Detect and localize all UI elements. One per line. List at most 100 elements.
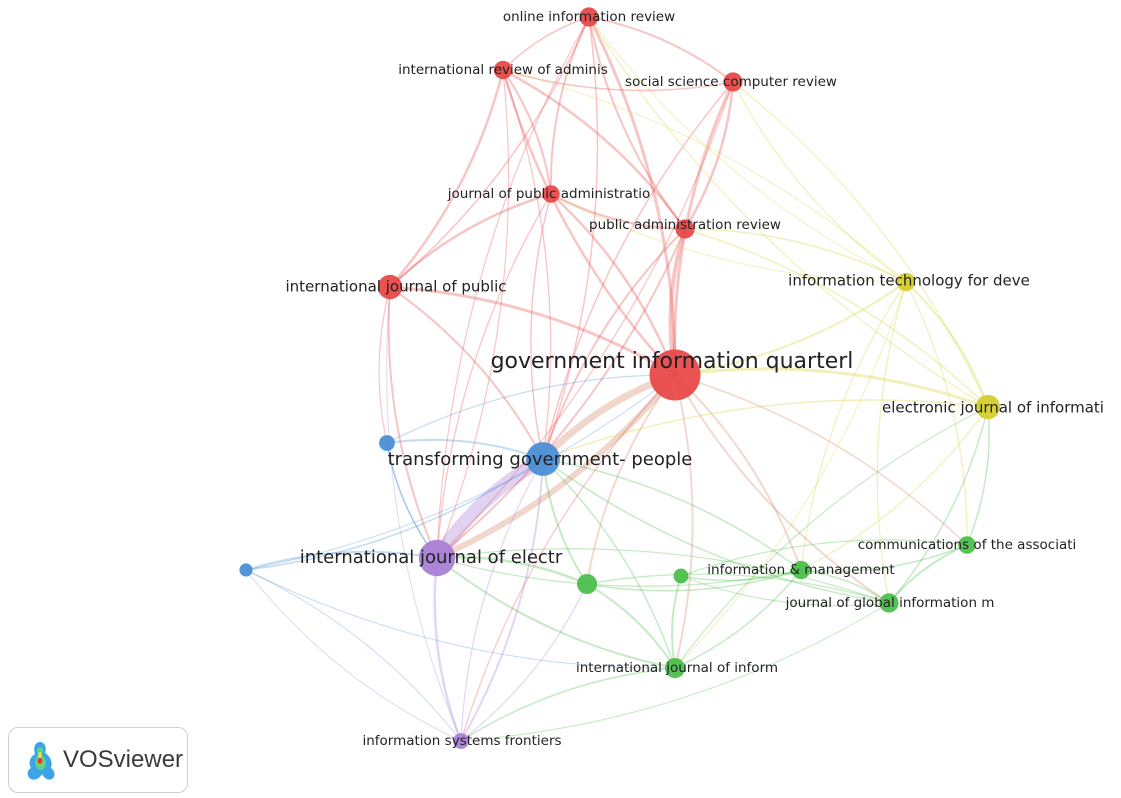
- node-label-ijp[interactable]: international journal of public: [286, 278, 507, 296]
- edge-layer: [245, 15, 990, 743]
- edge-tgp-b2: [245, 458, 544, 571]
- edge-tgp-iji: [542, 458, 676, 669]
- node-iji[interactable]: [664, 657, 686, 679]
- edge-giq-eji: [673, 367, 990, 409]
- edge-ijp-b1: [378, 286, 391, 444]
- edge-sscr-irad: [502, 69, 734, 92]
- edge-giq-jgim: [674, 374, 890, 604]
- edge-isf-iji: [460, 667, 676, 742]
- edge-jpa-ije: [436, 193, 552, 559]
- node-oir[interactable]: [579, 7, 599, 27]
- node-layer: [239, 7, 1001, 749]
- label-layer: government information quarterl online in…: [286, 9, 1104, 749]
- edge-oir-eji: [588, 16, 989, 408]
- edge-g2-im: [680, 569, 802, 582]
- node-jgim[interactable]: [879, 593, 899, 613]
- edge-jpa-tgp: [530, 193, 552, 460]
- node-giq[interactable]: [649, 349, 701, 401]
- edge-isf-g1: [460, 583, 588, 742]
- edge-isf-tgp: [460, 458, 544, 742]
- edge-iji-im: [674, 569, 802, 669]
- node-label-cas[interactable]: communications of the associati: [858, 537, 1077, 553]
- edge-irad-itd: [502, 69, 907, 283]
- edge-oir-ije: [436, 16, 590, 559]
- node-eji[interactable]: [975, 394, 1001, 420]
- node-label-ije[interactable]: international journal of electr: [300, 547, 563, 568]
- edge-tgp-im: [542, 458, 802, 571]
- edge-giq-oir: [587, 15, 677, 377]
- edge-giq-cas: [674, 374, 968, 546]
- edge-isf-jgim: [460, 602, 890, 742]
- node-par[interactable]: [675, 219, 695, 239]
- edge-giq-im: [674, 374, 802, 571]
- edge-ije-iji: [436, 557, 676, 669]
- node-label-giq[interactable]: government information quarterl: [491, 349, 854, 374]
- edge-par-ije: [436, 228, 686, 559]
- node-label-jgim[interactable]: journal of global information m: [785, 595, 995, 611]
- node-label-iji[interactable]: international journal of inform: [576, 660, 778, 676]
- edge-iji-g2: [671, 575, 682, 669]
- node-jpa[interactable]: [542, 185, 560, 203]
- edge-tgp-eji: [542, 399, 989, 460]
- edge-tgp-b1: [386, 438, 544, 460]
- edge-sscr-eji: [732, 81, 989, 408]
- node-im[interactable]: [791, 560, 811, 580]
- edge-oir-irad: [502, 16, 590, 71]
- edge-irad-tgp: [502, 69, 552, 460]
- node-b1[interactable]: [379, 435, 395, 451]
- node-label-irad[interactable]: international review of adminis: [398, 62, 608, 78]
- edge-im-cas: [800, 544, 968, 573]
- node-tgp[interactable]: [526, 442, 560, 476]
- node-label-sscr[interactable]: social science computer review: [625, 74, 837, 90]
- node-label-tgp[interactable]: transforming government- people: [388, 449, 693, 470]
- edge-giq-iji: [674, 374, 694, 669]
- edge-giq-irad: [501, 68, 677, 377]
- edge-par-irad: [501, 68, 687, 231]
- edge-giq-jpa: [549, 192, 677, 377]
- edge-giq-ije: [434, 372, 678, 561]
- edge-jpa-oir: [549, 16, 590, 195]
- edge-g1-im: [586, 569, 802, 592]
- node-b2[interactable]: [239, 563, 253, 577]
- vosviewer-badge: VOSviewer: [8, 727, 188, 793]
- edge-ije-isf: [433, 556, 463, 743]
- edge-iji-g1: [586, 583, 676, 669]
- node-label-jpa[interactable]: journal of public administratio: [447, 186, 650, 202]
- edge-g2-cas: [680, 539, 968, 577]
- node-isf[interactable]: [453, 733, 469, 749]
- node-sscr[interactable]: [723, 72, 743, 92]
- node-label-eji[interactable]: electronic journal of informati: [882, 399, 1104, 417]
- node-irad[interactable]: [493, 60, 513, 80]
- edge-giq-g1: [586, 374, 676, 585]
- node-label-oir[interactable]: online information review: [503, 9, 675, 25]
- node-label-im[interactable]: information & management: [707, 562, 894, 578]
- node-g1[interactable]: [576, 573, 598, 595]
- edge-itd-iji: [674, 281, 907, 669]
- node-label-isf[interactable]: information systems frontiers: [362, 733, 561, 749]
- node-ije[interactable]: [418, 539, 456, 577]
- edge-sscr-ije: [436, 81, 734, 559]
- node-g2[interactable]: [673, 568, 689, 584]
- edge-jpa-itd: [550, 193, 907, 283]
- edge-giq-isf: [460, 374, 676, 742]
- edge-jpa-irad: [502, 69, 552, 195]
- edge-g1-jgim: [586, 573, 890, 604]
- node-ijp[interactable]: [377, 274, 403, 300]
- edge-par-sscr: [683, 80, 735, 231]
- edge-ije-b2: [245, 550, 438, 571]
- edge-itd-jgim: [876, 281, 907, 604]
- edge-giq-b2: [245, 374, 676, 571]
- node-label-par[interactable]: public administration review: [589, 217, 781, 233]
- edge-im-jgim: [800, 569, 890, 604]
- node-cas[interactable]: [958, 536, 976, 554]
- vosviewer-label: VOSviewer: [63, 746, 184, 773]
- node-label-itd[interactable]: information technology for deve: [788, 272, 1030, 290]
- edge-eji-cas: [966, 406, 990, 546]
- edge-ijp-ije: [387, 286, 438, 559]
- edge-irad-ije: [436, 69, 510, 559]
- vosviewer-logo-icon: [27, 742, 55, 780]
- node-itd[interactable]: [896, 272, 916, 292]
- edge-isf-b2: [245, 569, 462, 742]
- edge-giq-itd: [674, 281, 907, 376]
